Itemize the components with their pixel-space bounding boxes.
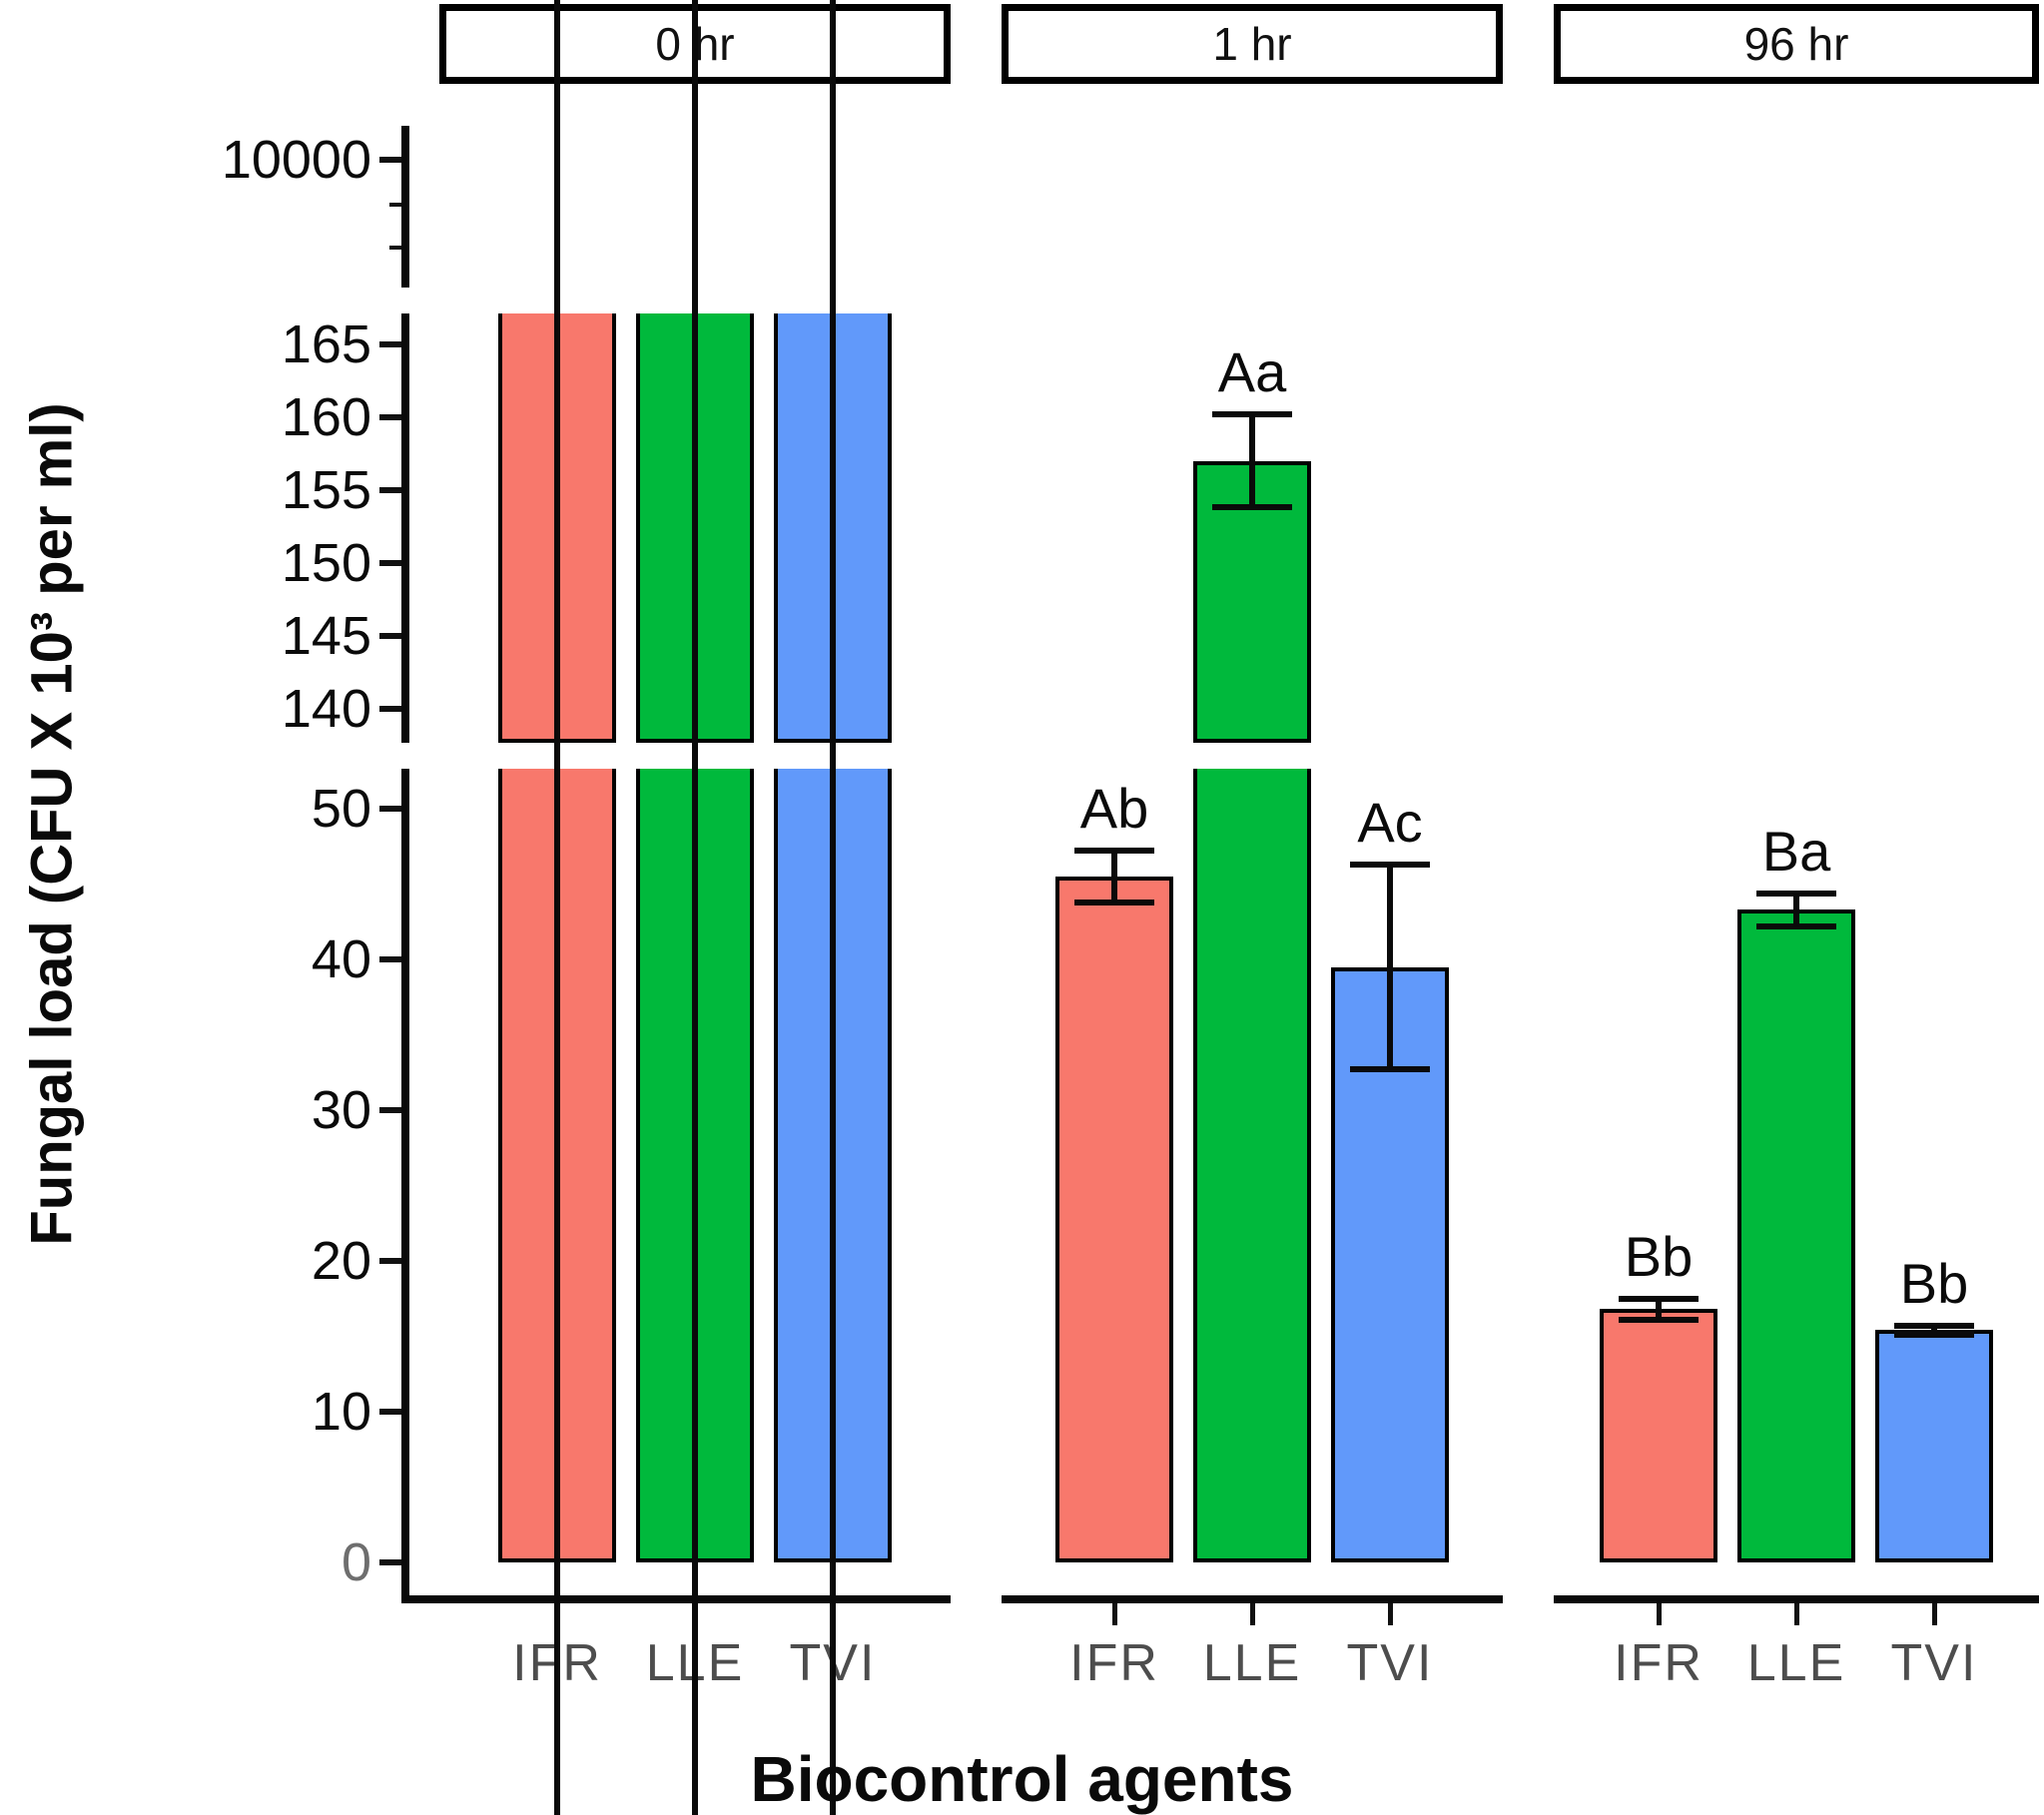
error-bar-cap-top: [1350, 861, 1430, 868]
x-axis-line: [403, 1595, 951, 1603]
y-axis-tick-label: 150: [281, 533, 371, 593]
x-axis-tick: [1112, 1603, 1117, 1625]
bar-lle: [1193, 769, 1311, 1562]
error-bar-cap-top: [1619, 1295, 1699, 1302]
error-bar-line: [692, 0, 698, 1815]
y-axis-tick-label: 30: [311, 1080, 371, 1140]
y-axis-tick: [379, 487, 401, 493]
significance-label: Bb: [1624, 1224, 1694, 1288]
error-bar-cap-top: [1074, 848, 1154, 855]
y-axis-tick: [379, 560, 401, 566]
x-axis-tick: [1794, 1603, 1799, 1625]
error-bar-cap-top: [1894, 1322, 1974, 1329]
y-axis-tick: [379, 956, 401, 962]
error-bar-cap-bottom: [1350, 1066, 1430, 1073]
bar-ifr: [1055, 876, 1173, 1562]
x-axis-line: [1002, 1595, 1503, 1603]
y-axis-tick-label: 160: [281, 387, 371, 447]
y-axis-minor-tick: [389, 246, 401, 250]
facet-strip: 96 hr: [1554, 4, 2039, 84]
y-axis-tick: [379, 341, 401, 347]
error-bar-cap-top: [1212, 411, 1292, 418]
y-axis-line-segment: [401, 313, 409, 743]
y-axis-tick: [379, 633, 401, 639]
x-axis-tick: [1388, 1603, 1393, 1625]
y-axis-tick-label: 165: [281, 314, 371, 374]
error-bar-line: [1249, 411, 1255, 511]
significance-label: Ba: [1761, 819, 1831, 883]
y-axis-tick: [379, 706, 401, 712]
x-axis-line: [1554, 1595, 2039, 1603]
x-axis-category-label: IFR: [1614, 1634, 1703, 1692]
x-axis-tick: [1657, 1603, 1662, 1625]
y-axis-tick: [379, 414, 401, 420]
x-axis-category-label: LLE: [1202, 1634, 1302, 1692]
y-axis-tick: [379, 806, 401, 812]
y-axis-tick: [379, 1107, 401, 1113]
y-axis-tick-label: 10: [311, 1382, 371, 1442]
y-axis-tick-label: 10000: [221, 130, 371, 190]
x-axis-tick: [1932, 1603, 1937, 1625]
y-axis-tick-label: 50: [311, 779, 371, 839]
y-axis-minor-tick: [389, 203, 401, 207]
y-axis-tick-label: 0: [341, 1532, 371, 1592]
y-axis-tick: [379, 1559, 401, 1565]
y-axis-line-segment: [401, 126, 409, 288]
error-bar-line: [1387, 861, 1393, 1073]
y-axis-tick-label: 145: [281, 606, 371, 666]
error-bar-cap-top: [1756, 890, 1836, 897]
significance-label: Ac: [1357, 790, 1423, 854]
x-axis-tick: [1250, 1603, 1255, 1625]
bar-tvi: [1875, 1330, 1993, 1562]
error-bar-cap-bottom: [1756, 922, 1836, 929]
y-axis-tick-label: 155: [281, 460, 371, 520]
error-bar-line: [830, 0, 836, 1815]
error-bar-line: [554, 0, 560, 1815]
bar-ifr: [1600, 1309, 1717, 1562]
y-axis-line-segment: [401, 769, 409, 1603]
x-axis-category-label: TVI: [1346, 1634, 1434, 1692]
error-bar-cap-bottom: [1894, 1332, 1974, 1338]
error-bar-cap-bottom: [1074, 899, 1154, 906]
error-bar-cap-bottom: [1619, 1316, 1699, 1323]
error-bar-line: [1111, 848, 1117, 906]
y-axis-tick: [379, 157, 401, 163]
x-axis-category-label: LLE: [1746, 1634, 1846, 1692]
facet-strip: 1 hr: [1002, 4, 1503, 84]
significance-label: Bb: [1899, 1251, 1969, 1315]
bar-lle: [1737, 909, 1855, 1562]
y-axis-tick-label: 40: [311, 929, 371, 989]
error-bar-line: [1656, 1295, 1662, 1323]
x-axis-category-label: IFR: [1069, 1634, 1159, 1692]
y-axis-tick-label: 20: [311, 1231, 371, 1291]
x-axis-title: Biocontrol agents: [750, 1743, 1294, 1815]
y-axis-tick-label: 140: [281, 679, 371, 739]
x-axis-category-label: TVI: [1890, 1634, 1978, 1692]
error-bar-line: [1931, 1322, 1937, 1338]
y-axis-tick: [379, 1409, 401, 1415]
error-bar-cap-bottom: [1212, 504, 1292, 511]
error-bar-line: [1793, 890, 1799, 929]
significance-label: Ab: [1079, 777, 1149, 841]
y-axis-tick: [379, 1258, 401, 1264]
significance-label: Aa: [1217, 340, 1287, 404]
